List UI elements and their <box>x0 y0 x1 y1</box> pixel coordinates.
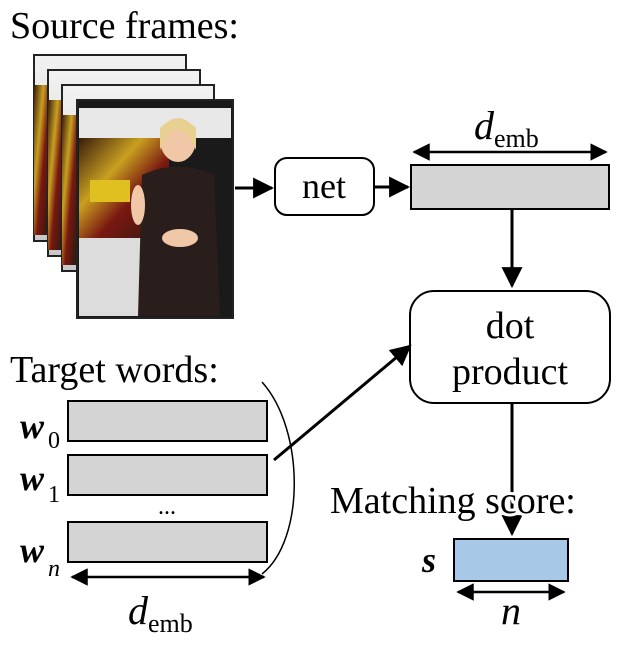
word-embedding-bar-n <box>67 521 268 563</box>
word-ellipsis: ... <box>158 494 176 520</box>
word-symbol-1: w <box>20 458 45 498</box>
word-subscript-0: 0 <box>48 428 60 454</box>
word-embedding-bar-0 <box>67 400 268 442</box>
top-dim-subscript: emb <box>494 124 539 153</box>
dot-product-line1: dot <box>486 305 535 347</box>
word-row-1: w 1 <box>20 454 268 508</box>
dot-product-line2: product <box>452 351 569 393</box>
net-label: net <box>302 166 346 206</box>
matching-score-bar <box>453 538 569 582</box>
words-brace <box>261 381 295 575</box>
word-subscript-n: n <box>48 556 60 582</box>
score-dim-label: n <box>501 588 521 633</box>
word-symbol-0: w <box>20 406 45 446</box>
source-frames-label: Source frames: <box>10 5 239 47</box>
bottom-dim-label: demb <box>128 588 193 638</box>
word-row-n: w n <box>20 521 268 582</box>
word-row-0: w 0 <box>20 400 268 454</box>
word-embedding-bar-1 <box>67 454 268 496</box>
word-subscript-1: 1 <box>48 482 60 508</box>
top-dim-label: demb <box>474 103 539 153</box>
frame-front <box>76 99 234 319</box>
top-dim-symbol: d <box>474 103 495 148</box>
score-symbol: s <box>421 540 436 580</box>
target-words-label: Target words: <box>10 349 219 391</box>
bottom-dim-subscript: emb <box>148 609 193 638</box>
word-symbol-n: w <box>20 530 45 570</box>
matching-score-label: Matching score: <box>330 480 576 522</box>
arrow-words-to-dot <box>273 344 412 462</box>
bottom-dim-symbol: d <box>128 588 149 633</box>
video-frames-stack-icon <box>33 54 234 319</box>
video-embedding-bar <box>410 164 610 210</box>
